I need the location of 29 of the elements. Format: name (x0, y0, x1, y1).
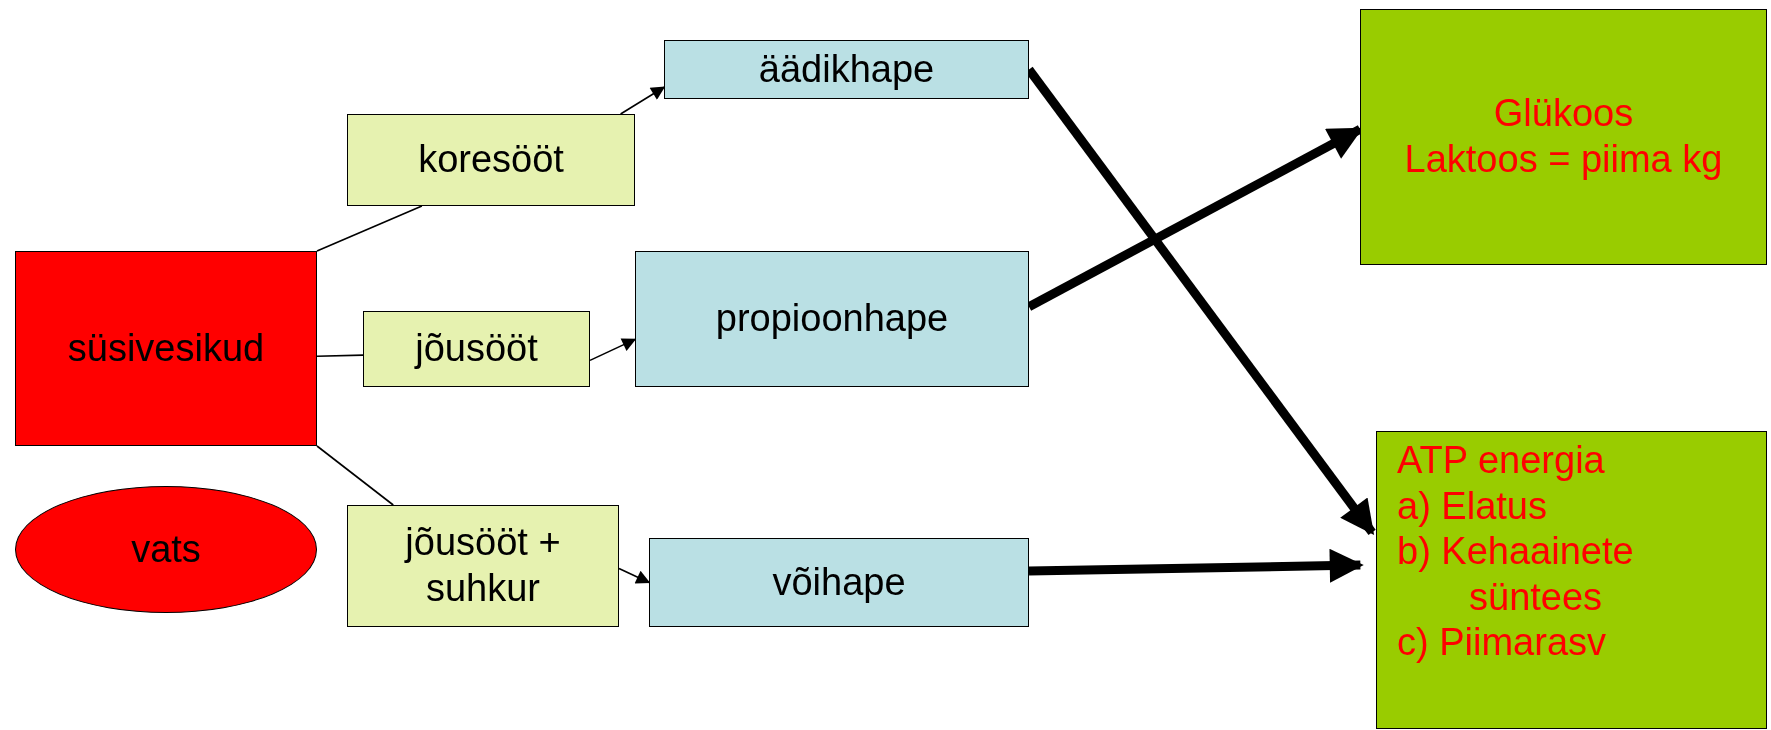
feed-box (347, 114, 635, 206)
arrow (618, 567, 651, 584)
node-label: jõusööt (415, 326, 538, 372)
feed-box (347, 505, 619, 627)
node-label: propioonhape (715, 296, 949, 342)
product-box (1376, 431, 1767, 729)
node-label: võihape (772, 559, 906, 605)
node-label: süsivesikud (67, 325, 265, 371)
node-label: a) Elatus (1397, 483, 1548, 529)
feed-box (363, 311, 590, 387)
node-label: koresööt (418, 137, 564, 183)
node-label: äädikhape (758, 46, 935, 92)
connector-line (316, 445, 395, 506)
node-label: Laktoos = piima kg (1404, 137, 1723, 182)
node-label: vats (131, 526, 201, 572)
node-label: c) Piimarasv (1397, 620, 1608, 666)
acid-box (649, 538, 1029, 627)
node-label: Glükoos (1493, 91, 1634, 137)
acid-box (664, 40, 1029, 99)
arrow (619, 86, 666, 115)
arrow (1028, 548, 1364, 583)
connector-line (316, 354, 364, 358)
connector-line (316, 205, 423, 252)
category-box (15, 251, 317, 446)
node-label: ATP energia (1397, 438, 1606, 483)
node-label: jõusööt + suhkur (403, 520, 562, 611)
arrow (589, 338, 637, 362)
product-box (1360, 9, 1767, 265)
acid-box (635, 251, 1029, 387)
